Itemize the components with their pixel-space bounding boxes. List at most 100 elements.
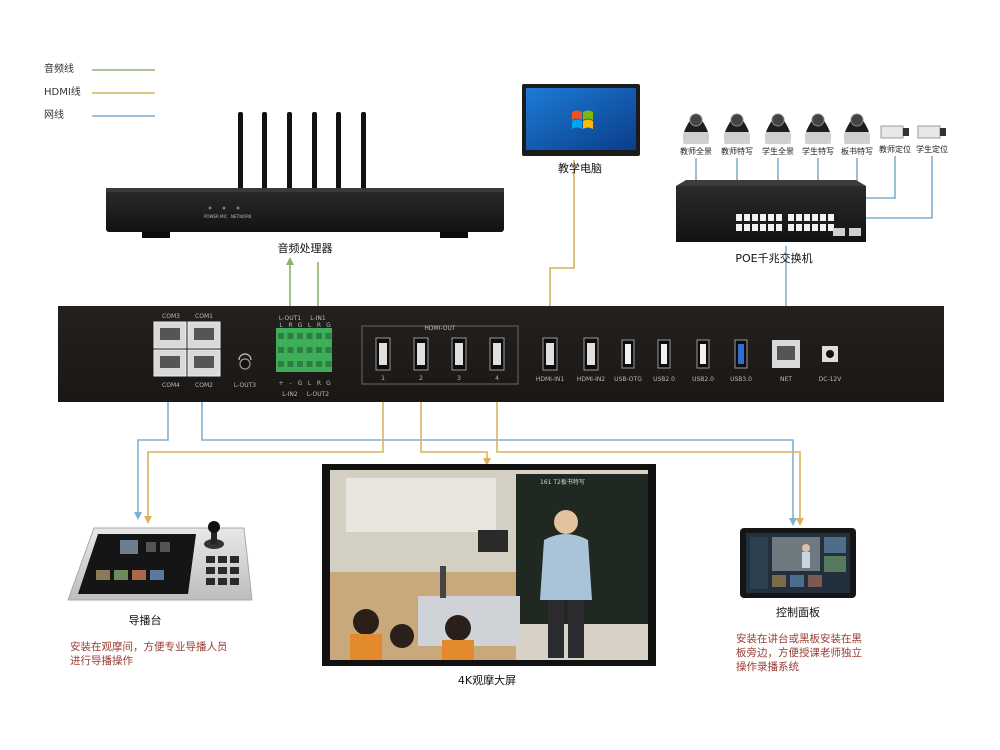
control-panel-caption: 控制面板: [776, 605, 820, 619]
net-line-loc2: [866, 156, 933, 219]
recording-host-rear-panel: COM3 COM1 COM4 COM2 L-OUT3 L-OUT1 L-IN1 …: [58, 306, 944, 402]
viewing-screen: 161 T2板书特写 4K观摩大屏: [322, 464, 656, 687]
com-bottom-label: COM2: [195, 382, 213, 389]
hdmi-out-group-label: HDMI-OUT: [424, 325, 456, 332]
arrow-hdmi-console: [144, 516, 152, 524]
rear-port-label: USB2.0: [653, 376, 675, 383]
terminal-pin-label: G: [326, 322, 331, 329]
rear-port: USB3.0: [730, 339, 752, 383]
switch-port: [812, 214, 818, 221]
audio-processor: POWER MIC NETWORK 音频处理器: [106, 112, 504, 255]
camera-base: [765, 132, 791, 144]
switch-port: [820, 224, 826, 231]
headphone-jack: L-OUT3: [234, 353, 256, 389]
hdmi-out-number: 3: [457, 375, 461, 382]
legend-label: 音频线: [44, 62, 74, 75]
windows-logo-icon: [572, 110, 593, 129]
arrow-hdmi-screen: [483, 458, 491, 466]
locator-icon: [880, 125, 904, 139]
com-bottom-label: COM4: [162, 382, 180, 389]
terminal-top-label: L-OUT1: [279, 315, 301, 322]
antennas: [238, 112, 366, 192]
terminal-connector: [276, 328, 332, 372]
camera-label: 学生特写: [802, 146, 834, 156]
terminal-pin-label: L: [308, 380, 312, 387]
locator-icon: [917, 125, 941, 139]
switch-port: [768, 214, 774, 221]
rear-port-label: USB3.0: [730, 376, 752, 383]
camera-lens: [811, 113, 825, 127]
switch-port: [768, 224, 774, 231]
rear-port: NET: [772, 340, 800, 383]
switch-port: [788, 214, 794, 221]
rear-port-label: USB-OTG: [614, 376, 642, 383]
cameras: 教师全景教师特写学生全景学生特写板书特写教师定位学生定位: [680, 113, 948, 156]
legend: 音频线 HDMI线 网线: [44, 62, 155, 121]
camera-base: [805, 132, 831, 144]
locator-camera: 教师定位: [879, 125, 911, 154]
camera-label: 板书特写: [841, 146, 873, 156]
control-panel: 控制面板 安装在讲台或黑板安装在黑 板旁边，方便授课老师独立 操作录播系统: [736, 528, 862, 673]
switch-port: [828, 224, 834, 231]
terminal-pin-label: G: [298, 322, 303, 329]
control-panel-note: 板旁边，方便授课老师独立: [736, 646, 862, 659]
control-panel-note: 安装在讲台或黑板安装在黑: [736, 632, 862, 645]
camera-base: [683, 132, 709, 144]
camera: 教师全景: [680, 113, 712, 156]
teaching-pc: 教学电脑: [522, 84, 640, 175]
indicator-power: POWER: [204, 214, 219, 219]
rear-port: HDMI-IN2: [577, 337, 605, 383]
camera-base: [724, 132, 750, 144]
terminal-bottom-label: L-OUT2: [307, 391, 329, 398]
switch-ports: [736, 214, 834, 231]
arrow-net-console: [134, 512, 142, 520]
terminal-pin-label: +: [278, 380, 283, 387]
teacher-figure: [540, 510, 592, 658]
rear-port: USB2.0: [692, 339, 714, 383]
camera-lens: [689, 113, 703, 127]
hdmi-line-out2: [420, 372, 488, 460]
rear-port-label: NET: [780, 376, 792, 383]
audio-processor-caption: 音频处理器: [278, 241, 333, 255]
terminal-pin-label: G: [298, 380, 303, 387]
joystick-icon: [204, 521, 224, 549]
director-console-caption: 导播台: [129, 613, 162, 627]
camera: 学生特写: [802, 113, 834, 156]
audio-processor-body: [106, 188, 504, 232]
legend-item-audio: 音频线: [44, 62, 155, 75]
terminal-pin-label: -: [289, 380, 291, 387]
board-text: 161 T2板书特写: [540, 478, 585, 486]
rear-port-label: USB2.0: [692, 376, 714, 383]
switch-port: [812, 224, 818, 231]
switch-port: [788, 224, 794, 231]
teaching-pc-caption: 教学电脑: [558, 161, 602, 175]
terminal-pin-label: G: [326, 380, 331, 387]
hdmi-line-pc: [549, 160, 575, 338]
locator-camera: 学生定位: [916, 125, 948, 154]
camera-base: [844, 132, 870, 144]
camera-lens: [771, 113, 785, 127]
locator-label: 教师定位: [879, 144, 911, 154]
legend-label: HDMI线: [44, 85, 81, 98]
rear-port-label: DC-12V: [819, 376, 843, 383]
rear-port: USB-OTG: [614, 339, 642, 383]
control-panel-note: 操作录播系统: [736, 660, 799, 673]
switch-port: [820, 214, 826, 221]
switch-port: [760, 224, 766, 231]
director-console-note: 安装在观摩间，方便专业导播人员: [70, 640, 228, 653]
lout3-label: L-OUT3: [234, 382, 256, 389]
students-figure: [350, 609, 474, 660]
switch-port: [804, 214, 810, 221]
switch-port: [776, 224, 782, 231]
arrow-net-panel: [789, 518, 797, 526]
net-line-loc1: [866, 156, 896, 199]
camera: 教师特写: [721, 113, 753, 156]
switch-port: [776, 214, 782, 221]
terminal-pin-label: R: [317, 380, 321, 387]
switch-port: [736, 214, 742, 221]
switch-port: [760, 214, 766, 221]
director-console-note: 进行导播操作: [70, 654, 133, 667]
